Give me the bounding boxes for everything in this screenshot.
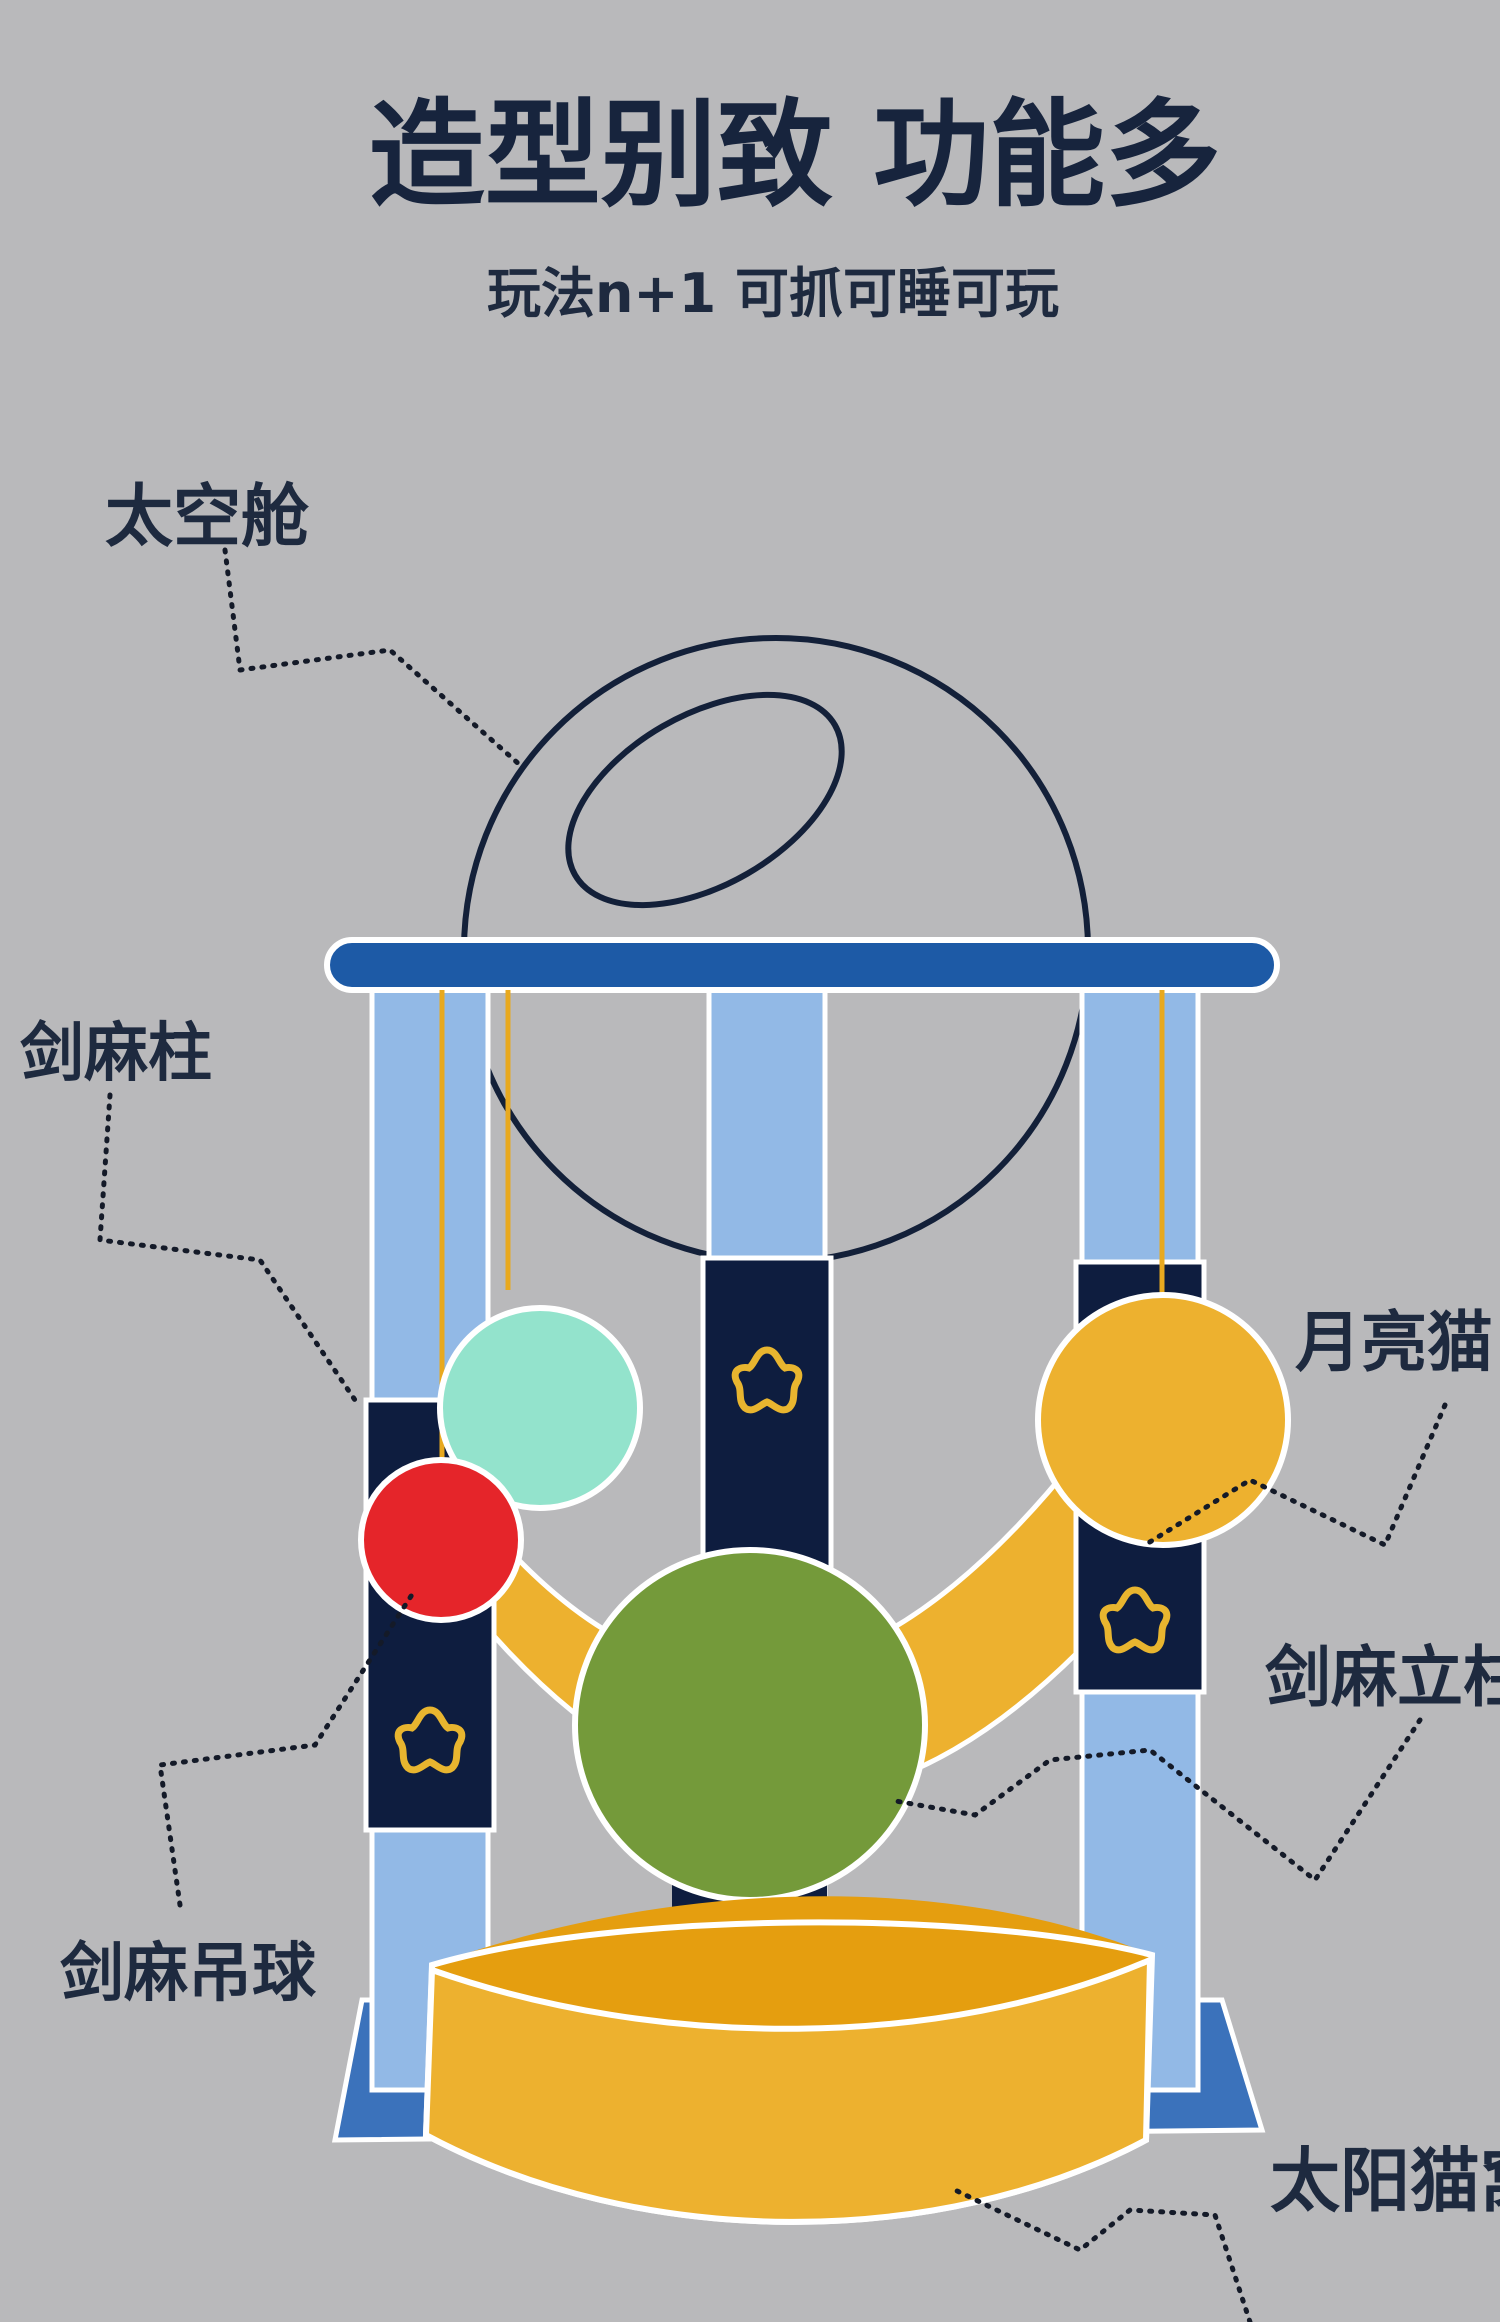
page-subtitle: 玩法n+1 可抓可睡可玩 — [487, 262, 1059, 325]
red-hanging-ball — [358, 1457, 524, 1623]
page-title: 造型别致 功能多 — [369, 88, 1221, 223]
leader-sisal-column — [887, 1717, 1423, 1884]
leader-lines — [97, 547, 1448, 2322]
label-sisal-column: 剑麻立柱 — [1265, 1639, 1500, 1716]
label-sisal-post: 剑麻柱 — [20, 1017, 212, 1091]
sun-bed — [422, 1955, 1154, 2225]
label-capsule: 太空舱 — [105, 478, 309, 557]
top-bar — [324, 937, 1280, 993]
leader-sun-bed — [952, 2187, 1253, 2322]
leader-sisal-post — [97, 1092, 358, 1403]
leader-hanging-ball — [157, 1587, 418, 1908]
label-sun-bed: 太阳猫窝 — [1270, 2140, 1500, 2222]
label-moon-bed: 月亮猫 — [1295, 1304, 1493, 1381]
orange-hanging-ball — [1035, 1292, 1291, 1548]
leader-moon-bed — [1142, 1402, 1448, 1549]
green-ball — [572, 1547, 928, 1903]
center-sisal-post — [700, 1255, 834, 1596]
leader-capsule — [222, 547, 523, 768]
label-hanging-ball: 剑麻吊球 — [60, 1937, 317, 2011]
mint-hanging-ball — [437, 1305, 643, 1511]
